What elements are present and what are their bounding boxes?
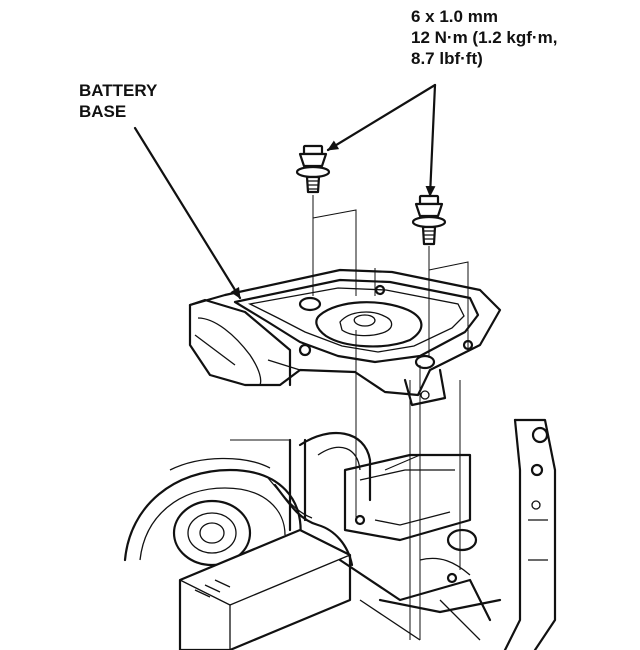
battery-base-label: BATTERY BASE: [79, 80, 157, 122]
bolt-size-text: 6 x 1.0 mm: [411, 7, 498, 26]
alignment-lines: [230, 195, 469, 640]
engine-compartment: [123, 418, 557, 650]
battery-base-label-line2: BASE: [79, 102, 127, 121]
bolt-right: [411, 194, 447, 246]
battery-base-label-line1: BATTERY: [79, 81, 158, 100]
torque-text-line2: 8.7 lbf·ft): [411, 49, 483, 68]
battery-base-tray: [188, 268, 502, 407]
bolt-left: [295, 144, 331, 194]
bolt-spec-label: 6 x 1.0 mm 12 N·m (1.2 kgf·m, 8.7 lbf·ft…: [411, 6, 557, 69]
leader-arrows: [133, 83, 437, 300]
torque-text-line1: 12 N·m (1.2 kgf·m,: [411, 28, 558, 47]
